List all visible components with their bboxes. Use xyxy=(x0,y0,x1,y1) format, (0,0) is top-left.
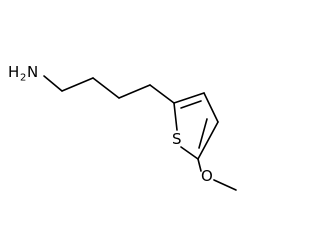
bond-ring-s-c2 xyxy=(173,102,178,131)
bond-c4-ring xyxy=(149,84,175,104)
structure-canvas: H 2 N S O xyxy=(8,63,237,191)
molecule-diagram: H 2 N S O xyxy=(8,63,237,191)
bond-c1-c2 xyxy=(61,77,94,92)
oxygen-label: O xyxy=(201,167,213,185)
amine-hydrogen-label: H xyxy=(8,63,19,81)
bond-n-c1 xyxy=(43,75,63,92)
bond-c3-c4 xyxy=(118,84,151,99)
sulfur-label: S xyxy=(172,130,182,148)
bond-c2-c3 xyxy=(92,77,120,99)
bond-ring-o xyxy=(197,158,202,172)
bond-o-methyl xyxy=(213,179,237,191)
amine-hydrogen-count-label: 2 xyxy=(20,73,26,84)
bond-ring-c3-c4 xyxy=(203,92,219,123)
bond-ring-c5-s xyxy=(180,146,199,160)
bond-ring-c2-c3-double xyxy=(180,100,202,109)
amine-nitrogen-label: N xyxy=(27,63,38,81)
bond-ring-c4-c5-double xyxy=(198,118,208,149)
bond-ring-c4-c5 xyxy=(197,121,219,160)
bond-ring-c2-c3 xyxy=(173,92,205,104)
